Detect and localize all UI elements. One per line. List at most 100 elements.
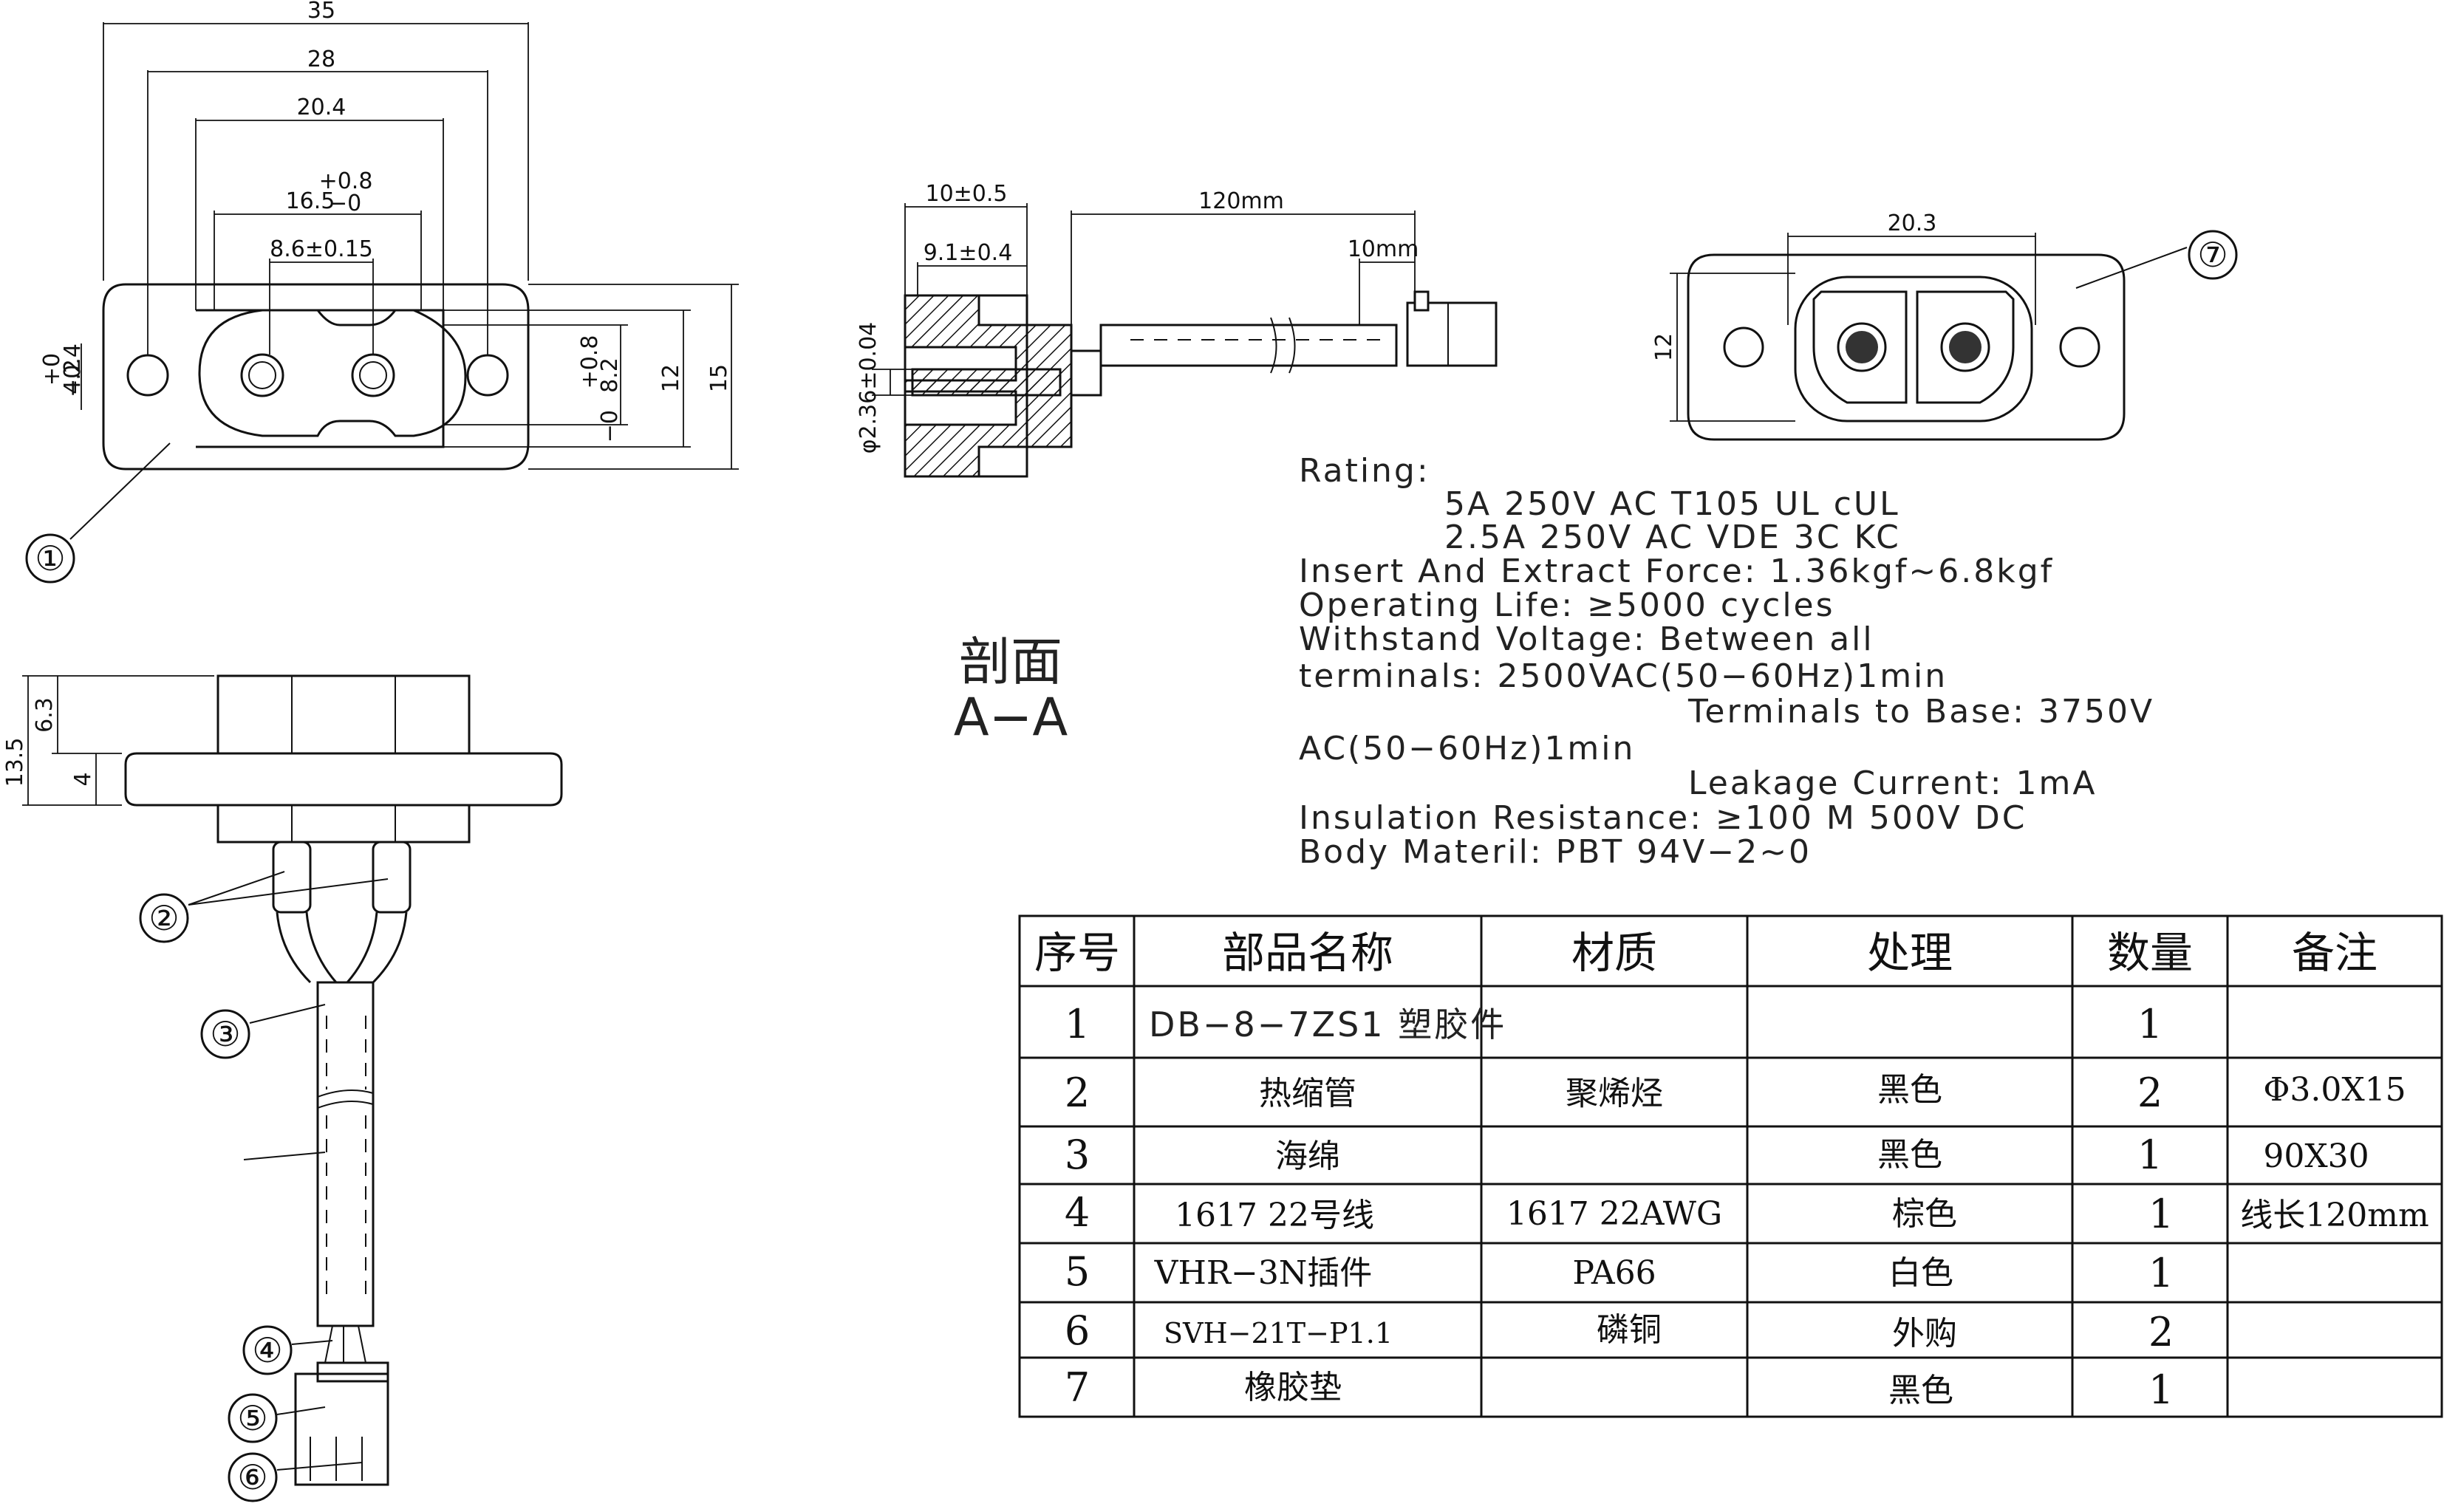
- pin-right: [351, 353, 395, 397]
- bom-cell: 90X30: [2263, 1138, 2369, 1175]
- rear-body: [1794, 276, 2033, 423]
- balloon-5: [228, 1393, 278, 1443]
- section-housing: [1406, 301, 1498, 367]
- spec-line: Operating Life: ≥5000 cycles: [1299, 586, 1835, 624]
- dim-cavity-tol-minus: −0: [329, 191, 361, 216]
- bom-cell: Φ3.0X15: [2263, 1071, 2406, 1109]
- balloon-5-label: ⑤: [237, 1398, 267, 1438]
- section-title: 剖面: [959, 632, 1062, 692]
- bom-cell: VHR−3N插件: [1154, 1254, 1373, 1292]
- section-subtitle: A−A: [954, 687, 1068, 748]
- balloon-1: [25, 533, 75, 584]
- rear-flange-outline: [1687, 253, 2126, 441]
- bom-cell: 2: [2137, 1070, 2163, 1116]
- bom-cell: 2: [2148, 1309, 2174, 1355]
- balloon-3-label: ③: [210, 1014, 240, 1054]
- dim-body-height: 12: [658, 364, 684, 392]
- bom-table: 序号 部品名称 材质 处理 数量 备注 1 DB−8−7ZS1 塑胶件 1 2 …: [1018, 914, 2443, 1418]
- front-view: 35 28 20.4 16.5 +0.8 −0 8.6±0.15 4.2 +0 …: [25, 0, 739, 584]
- rear-hole-right: [2059, 326, 2100, 368]
- bom-cell: DB−8−7ZS1 塑胶件: [1149, 1005, 1506, 1044]
- heat-shrink-left: [272, 841, 312, 914]
- bom-cell: 1617 22号线: [1175, 1197, 1374, 1234]
- section-cable: [1099, 324, 1398, 367]
- bom-cell: 白色: [1888, 1254, 1953, 1292]
- dim-rear-height: 12: [1651, 333, 1677, 361]
- dim-overall-height: 15: [706, 364, 732, 392]
- bom-cell: 外购: [1892, 1315, 1957, 1352]
- bom-header: 处理: [1867, 928, 1953, 978]
- side-view: 13.5 6.3 4 ② ③ ④ ⑤ ⑥: [2, 674, 563, 1502]
- spec-line: 2.5A 250V AC VDE 3C KC: [1444, 519, 1901, 556]
- rear-view: 20.3 12 ⑦: [1651, 211, 2238, 441]
- heat-shrink-right: [372, 841, 412, 914]
- side-housing: [294, 1372, 389, 1486]
- balloon-3: [200, 1009, 250, 1059]
- section-view: 10±0.5 9.1±0.4 120mm 10mm φ2.36±0.04 剖面 …: [856, 181, 1498, 748]
- spec-line: Rating:: [1299, 452, 1430, 490]
- socket-cavity: [198, 309, 467, 437]
- bom-cell: 热缩管: [1259, 1075, 1356, 1112]
- dim-cavity-h-tol-minus: −0: [597, 410, 623, 442]
- bom-header: 备注: [2292, 928, 2378, 978]
- bom-cell: 1: [2137, 1001, 2163, 1047]
- dim-cavity-tol-plus: +0.8: [319, 168, 373, 194]
- balloon-2-label: ②: [149, 898, 179, 938]
- dim-side-total: 13.5: [2, 738, 28, 787]
- spec-line: terminals: 2500VAC(50−60Hz)1min: [1299, 657, 1948, 695]
- bom-cell: 1: [1065, 1001, 1090, 1047]
- dim-left-height: 4.2: [60, 359, 86, 394]
- dim-flange: 10±0.5: [925, 181, 1007, 207]
- dim-left-tol-minus: −0.4: [60, 343, 86, 397]
- spec-line: Insert And Extract Force: 1.36kgf~6.8kgf: [1299, 553, 2054, 590]
- dim-cavity-h-tol-plus: +0.8: [577, 335, 603, 389]
- bom-header: 部品名称: [1222, 928, 1393, 978]
- spec-line: Insulation Resistance: ≥100 M 500V DC: [1299, 799, 2027, 837]
- dim-mount-spacing: 28: [307, 47, 335, 72]
- bom-cell: 棕色: [1892, 1195, 1957, 1233]
- dim-cavity-height: 8.2: [597, 358, 623, 393]
- bom-cell: 4: [1065, 1189, 1090, 1236]
- mount-hole-left: [126, 354, 169, 397]
- side-flange: [124, 752, 563, 807]
- balloon-6: [228, 1452, 278, 1502]
- bom-header: 材质: [1571, 928, 1657, 978]
- dim-pin-span: 20.3: [1888, 211, 1937, 236]
- side-cable: [316, 981, 375, 1327]
- bom-frame: [1018, 914, 2443, 1418]
- bom-cell: 5: [1065, 1248, 1090, 1295]
- specs-block: Rating: 5A 250V AC T105 UL cUL 2.5A 250V…: [1299, 452, 2152, 871]
- dim-wire-length: 120mm: [1198, 188, 1284, 214]
- dim-side-upper: 6.3: [32, 697, 58, 733]
- pin-left: [240, 353, 284, 397]
- bom-header: 序号: [1034, 928, 1120, 978]
- bom-cell: 线长120mm: [2240, 1197, 2428, 1234]
- rear-hole-left: [1723, 326, 1764, 368]
- dim-cavity-width: 16.5: [286, 188, 335, 214]
- dim-overall-width: 35: [307, 0, 335, 24]
- bom-cell: 磷铜: [1597, 1311, 1662, 1349]
- side-top-body: [216, 674, 471, 755]
- dim-body-width: 20.4: [297, 95, 347, 120]
- bom-cell: 3: [1065, 1132, 1090, 1178]
- bom-cell: 7: [1065, 1364, 1090, 1411]
- spec-line: Leakage Current: 1mA: [1688, 764, 2097, 802]
- spec-line: Body Materil: PBT 94V−2~0: [1299, 833, 1812, 871]
- balloon-1-label: ①: [35, 538, 65, 578]
- bom-cell: 黑色: [1877, 1136, 1942, 1174]
- bom-header: 数量: [2107, 928, 2193, 978]
- dim-pin-spacing: 8.6±0.15: [270, 236, 373, 262]
- dim-left-tol-plus: +0: [39, 353, 65, 386]
- balloon-7: [2188, 230, 2238, 280]
- bom-cell: SVH−21T−P1.1: [1164, 1317, 1393, 1349]
- bom-cell: 1: [2148, 1366, 2174, 1413]
- dim-hole-dia: φ2.36±0.04: [856, 322, 881, 454]
- bom-cell: 1: [2148, 1250, 2174, 1296]
- balloon-4-label: ④: [252, 1330, 282, 1370]
- bom-cell: 1: [2148, 1191, 2174, 1237]
- spec-line: 5A 250V AC T105 UL cUL: [1444, 485, 1900, 523]
- bom-cell: 1: [2137, 1132, 2163, 1178]
- spec-line: Withstand Voltage: Between all: [1299, 620, 1874, 658]
- bom-cell: 黑色: [1877, 1071, 1942, 1109]
